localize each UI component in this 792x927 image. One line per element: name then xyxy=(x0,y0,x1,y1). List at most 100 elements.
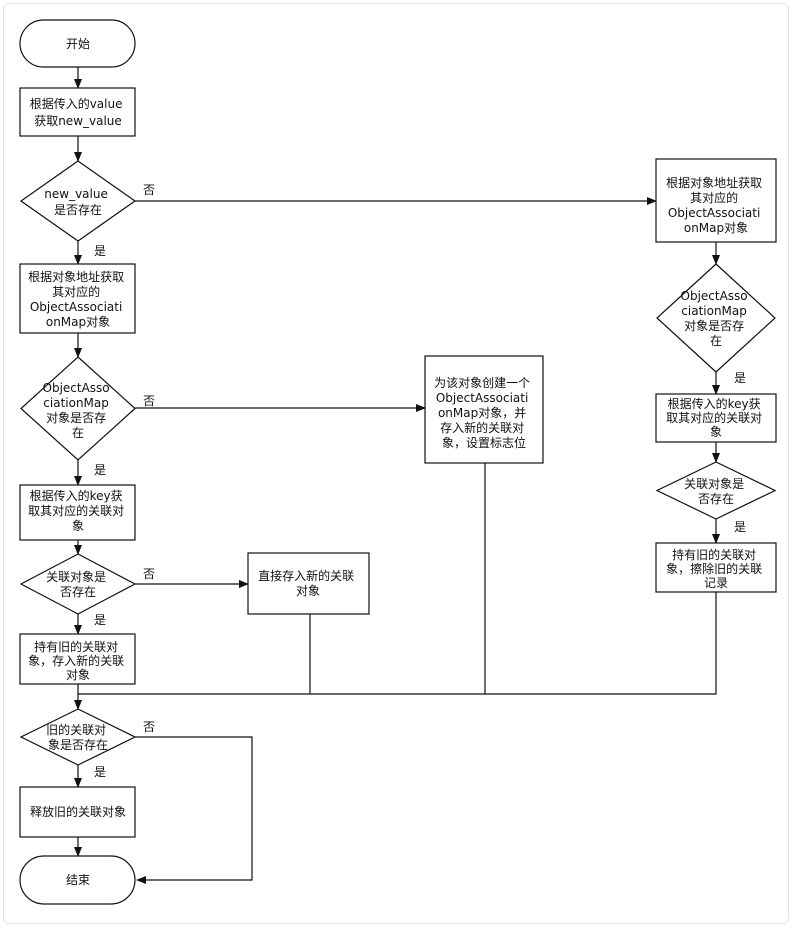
map-exists-left-label: ObjectAsso ciationMap 对象是否存 在 xyxy=(43,381,114,440)
edges xyxy=(74,67,720,884)
create-map-line: 为该对象创建一个 xyxy=(434,376,530,390)
map-exists-right-line: 在 xyxy=(710,334,722,348)
get-map-right-box xyxy=(655,158,777,243)
edge-label-no: 否 xyxy=(143,183,155,197)
old-assoc-exists-line: 旧的关联对 xyxy=(46,722,106,737)
store-direct-label: 直接存入新的关联 对象 xyxy=(258,568,358,598)
edge-label-yes: 是 xyxy=(734,520,746,534)
map-exists-right-line: 对象是否存 xyxy=(684,319,744,333)
hold-old-store-new-box xyxy=(19,633,136,685)
edge-right-erase-merge xyxy=(78,592,717,695)
map-exists-left-line: ciationMap xyxy=(43,396,109,410)
old-assoc-exists-line: 象是否存在 xyxy=(48,738,108,752)
map-exists-right-line: ObjectAsso xyxy=(681,289,748,303)
get-map-left-line: 根据对象地址获取 xyxy=(28,270,124,284)
get-assoc-left-label: 根据传入的key获 取其对应的关联对 象 xyxy=(28,488,128,533)
end-terminal xyxy=(19,855,136,905)
map-exists-right-line: ciationMap xyxy=(681,304,747,318)
create-map-line: ObjectAssociati xyxy=(436,391,528,405)
store-direct-line: 对象 xyxy=(296,584,320,598)
get-map-right-line: ObjectAssociati xyxy=(668,206,760,220)
get-assoc-right-line: 根据传入的key获 xyxy=(668,396,761,411)
store-direct-line: 直接存入新的关联 xyxy=(258,568,354,583)
get-map-right-line: onMap对象 xyxy=(684,221,748,235)
hold-old-erase-line: 象，擦除旧的关联 xyxy=(666,561,762,576)
start-label: 开始 xyxy=(66,37,90,51)
get-new-value-label: 根据传入的value 获取new_value xyxy=(30,96,127,128)
new-value-decision-line: 是否存在 xyxy=(54,203,102,217)
edge-label-no: 否 xyxy=(143,394,155,408)
hold-old-store-new-line: 持有旧的关联对 xyxy=(34,639,118,654)
create-map-box xyxy=(424,355,544,464)
create-map-line: 存入新的关联对 xyxy=(440,420,524,435)
get-assoc-right-line: 象 xyxy=(710,425,722,439)
get-map-right-line: 其对应的 xyxy=(690,190,738,205)
get-assoc-left-line: 象 xyxy=(72,519,84,533)
get-map-left-label: 根据对象地址获取 其对应的 ObjectAssociati onMap对象 xyxy=(28,270,128,329)
hold-old-erase-box xyxy=(655,542,777,593)
old-assoc-exists-decision xyxy=(19,708,137,766)
map-exists-left-line: 在 xyxy=(72,426,84,440)
get-assoc-left-box xyxy=(19,484,136,541)
node-labels: 开始 根据传入的value 获取new_value new_value 是否存在… xyxy=(28,37,766,887)
end-label: 结束 xyxy=(66,873,90,887)
get-assoc-left-line: 根据传入的key获 xyxy=(30,488,123,503)
assoc-exists-left-label: 关联对象是 否存在 xyxy=(46,570,110,599)
nodes xyxy=(19,19,777,905)
get-map-left-line: ObjectAssociati xyxy=(30,300,122,314)
assoc-exists-left-line: 关联对象是 xyxy=(46,570,106,584)
assoc-exists-right-line: 关联对象是 xyxy=(684,477,744,491)
get-assoc-right-label: 根据传入的key获 取其对应的关联对 象 xyxy=(666,396,766,439)
assoc-exists-left-line: 否存在 xyxy=(60,585,96,599)
edge-old-no-to-end xyxy=(135,736,253,884)
edge-label-yes: 是 xyxy=(94,463,106,477)
get-new-value-line: 获取new_value xyxy=(34,114,122,128)
edge-label-yes: 是 xyxy=(734,371,746,385)
new-value-decision-label: new_value 是否存在 xyxy=(44,187,111,217)
get-map-right-label: 根据对象地址获取 其对应的 ObjectAssociati onMap对象 xyxy=(666,176,766,235)
hold-old-erase-line: 持有旧的关联对 xyxy=(672,547,756,562)
hold-old-erase-line: 记录 xyxy=(704,576,728,590)
get-assoc-right-line: 取其对应的关联对 xyxy=(666,410,762,425)
get-map-left-box xyxy=(19,263,136,334)
hold-old-store-new-label: 持有旧的关联对 象，存入新的关联 对象 xyxy=(28,639,128,682)
edge-label-yes: 是 xyxy=(94,613,106,627)
create-map-line: onMap对象，并 xyxy=(438,406,526,420)
old-assoc-exists-label: 旧的关联对 象是否存在 xyxy=(46,722,110,752)
get-map-right-line: 根据对象地址获取 xyxy=(666,176,762,190)
assoc-exists-right-decision xyxy=(655,461,777,520)
edge-label-no: 否 xyxy=(143,720,155,734)
map-exists-right-decision xyxy=(656,263,776,373)
hold-old-store-new-line: 象，存入新的关联 xyxy=(28,653,124,668)
get-new-value-box xyxy=(19,87,136,137)
get-new-value-line: 根据传入的value xyxy=(30,96,123,111)
map-exists-right-label: ObjectAsso ciationMap 对象是否存 在 xyxy=(681,289,752,348)
get-assoc-right-box xyxy=(655,393,777,443)
new-value-decision xyxy=(19,160,137,242)
new-value-decision-line: new_value xyxy=(44,187,108,201)
diagram-frame xyxy=(3,3,789,924)
release-old-box xyxy=(19,786,136,838)
edge-labels: 否 是 否 是 否 是 否 是 是 是 xyxy=(94,183,746,779)
get-map-left-line: 其对应的 xyxy=(52,284,100,299)
map-exists-left-line: 对象是否存 xyxy=(46,411,106,425)
assoc-exists-left-decision xyxy=(19,553,137,615)
hold-old-erase-label: 持有旧的关联对 象，擦除旧的关联 记录 xyxy=(666,547,766,590)
store-direct-box xyxy=(247,552,370,615)
hold-old-store-new-line: 对象 xyxy=(66,668,90,682)
start-terminal xyxy=(19,19,136,68)
get-map-left-line: onMap对象 xyxy=(46,315,110,329)
edge-label-no: 否 xyxy=(143,567,155,581)
map-exists-left-line: ObjectAsso xyxy=(43,381,110,395)
release-old-label: 释放旧的关联对象 xyxy=(30,804,126,819)
get-assoc-left-line: 取其对应的关联对 xyxy=(28,503,124,518)
assoc-exists-right-line: 否存在 xyxy=(698,492,734,506)
edge-label-yes: 是 xyxy=(94,244,106,258)
map-exists-left-decision xyxy=(20,356,136,461)
assoc-exists-right-label: 关联对象是 否存在 xyxy=(684,477,748,506)
create-map-line: 象，设置标志位 xyxy=(442,435,526,450)
edge-label-yes: 是 xyxy=(94,765,106,779)
create-map-label: 为该对象创建一个 ObjectAssociati onMap对象，并 存入新的关… xyxy=(434,376,534,450)
